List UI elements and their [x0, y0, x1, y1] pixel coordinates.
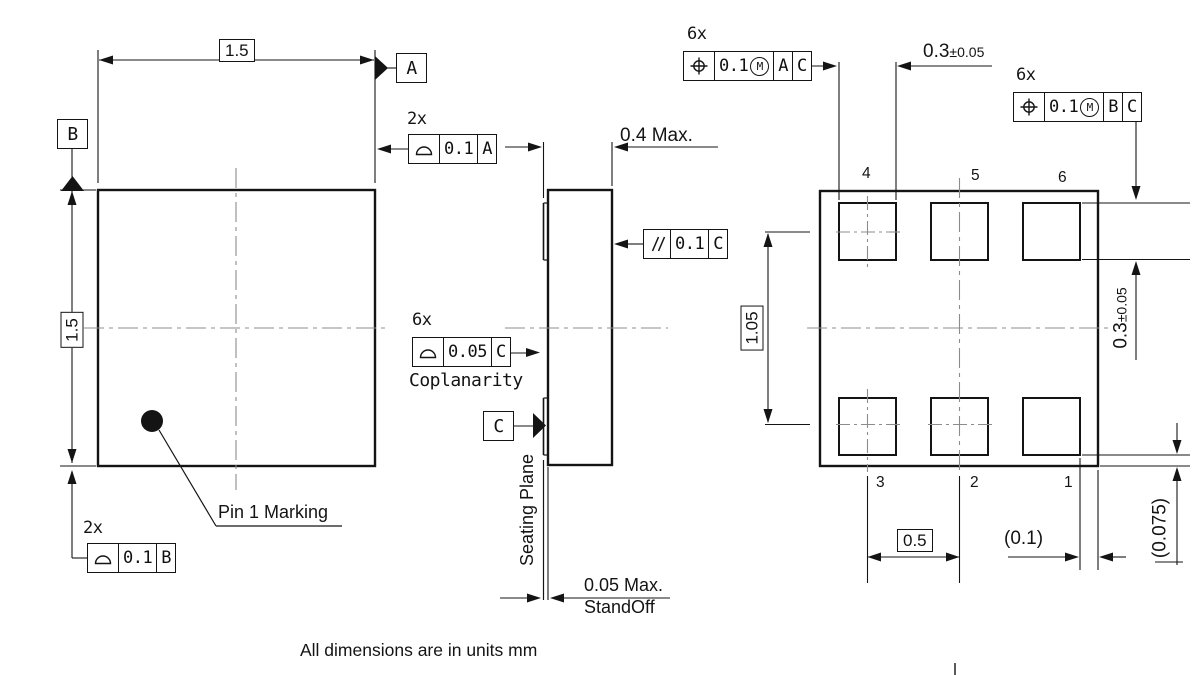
- seating-plane-label: Seating Plane: [517, 453, 538, 567]
- fcf-position-ac: 0.1 M A C: [683, 51, 812, 81]
- fcf-ac-tolerance: 0.1: [719, 56, 749, 76]
- coplanarity-datum: C: [490, 338, 510, 366]
- fcf-ac-datum1: A: [773, 52, 792, 80]
- fcf-profile-a: 0.1 A: [408, 134, 497, 164]
- pad-width-dim: 0.3±0.05: [923, 41, 985, 63]
- pad-width-value: 0.3: [923, 41, 950, 62]
- pad-1: [1022, 397, 1081, 456]
- pad-label-5: 5: [971, 167, 980, 184]
- parallelism-tolerance: 0.1: [670, 230, 708, 258]
- pad-label-1: 1: [1064, 474, 1073, 491]
- profile-of-surface-icon: [413, 338, 443, 366]
- fcf-profile-b: 0.1 B: [87, 543, 176, 573]
- fcf-bc-qty: 6x: [1016, 65, 1036, 85]
- basic-dim-pad-pitch: 0.5: [897, 529, 933, 552]
- edge-gap-dim: (0.1): [1004, 528, 1044, 549]
- fcf-bc-datum1: B: [1103, 93, 1122, 121]
- pin1-marking-dot: [141, 410, 163, 432]
- basic-dim-row-pitch: 1.05: [740, 305, 764, 351]
- pad-to-edge-dim: (0.075): [1149, 497, 1171, 559]
- true-position-icon: [684, 52, 714, 80]
- basic-dim-height: 1.5: [60, 312, 84, 348]
- pad-6: [1022, 202, 1081, 261]
- fcf-parallelism: 0.1 C: [643, 229, 728, 259]
- mmc-modifier-icon: M: [750, 56, 770, 76]
- side-view-linework: [498, 142, 718, 603]
- fcf-a-datum: A: [477, 135, 496, 163]
- fcf-a-qty: 2x: [407, 109, 427, 129]
- datum-a-triangle: [375, 56, 388, 80]
- standoff-label: StandOff: [584, 597, 655, 617]
- bottom-view-linework: [763, 61, 1190, 675]
- coplanarity-tolerance: 0.05: [443, 338, 491, 366]
- top-view-linework: [60, 50, 408, 559]
- pad-height-dim: 0.3±0.05: [1110, 287, 1133, 349]
- coplanarity-caption: Coplanarity: [409, 370, 523, 391]
- true-position-icon: [1014, 93, 1044, 121]
- units-note: All dimensions are in units mm: [300, 640, 538, 660]
- fcf-b-datum: B: [156, 544, 175, 572]
- thickness-dim-label: 0.4 Max.: [620, 125, 693, 146]
- parallelism-icon: [644, 230, 670, 258]
- fcf-b-qty: 2x: [83, 518, 103, 538]
- profile-of-surface-icon: [88, 544, 118, 572]
- pad-label-4: 4: [862, 165, 871, 182]
- pin1-leader: [158, 429, 217, 527]
- pad-label-3: 3: [876, 474, 885, 491]
- fcf-coplanarity: 0.05 C: [412, 337, 511, 367]
- pin1-marking-label: Pin 1 Marking: [218, 502, 329, 522]
- fcf-b-tolerance: 0.1: [118, 544, 156, 572]
- pad-label-6: 6: [1058, 169, 1067, 186]
- fcf-position-bc: 0.1 M B C: [1013, 92, 1142, 122]
- pad-width-tolerance: ±0.05: [949, 44, 985, 60]
- datum-box-c: C: [483, 411, 514, 441]
- datum-box-a: A: [396, 53, 427, 83]
- fcf-coplanarity-qty: 6x: [412, 310, 432, 330]
- profile-of-surface-icon: [409, 135, 439, 163]
- mmc-modifier-icon: M: [1080, 97, 1100, 117]
- fcf-bc-tolerance: 0.1: [1049, 97, 1079, 117]
- fcf-ac-datum2: C: [791, 52, 811, 80]
- fcf-bc-datum2: C: [1121, 93, 1141, 121]
- parallelism-datum: C: [708, 230, 727, 258]
- pad-height-tolerance: ±0.05: [1113, 287, 1130, 323]
- basic-dim-width: 1.5: [219, 39, 255, 62]
- pad-height-value: 0.3: [1110, 322, 1132, 349]
- pad-label-2: 2: [970, 474, 979, 491]
- datum-c-triangle: [533, 413, 546, 438]
- fcf-ac-qty: 6x: [687, 24, 707, 44]
- fcf-a-tolerance: 0.1: [439, 135, 477, 163]
- fcf-bc-tolerance-cell: 0.1 M: [1044, 93, 1103, 121]
- fcf-ac-tolerance-cell: 0.1 M: [714, 52, 773, 80]
- standoff-value: 0.05 Max.: [584, 575, 664, 595]
- datum-box-b: B: [57, 119, 88, 149]
- datum-b-triangle: [61, 176, 84, 191]
